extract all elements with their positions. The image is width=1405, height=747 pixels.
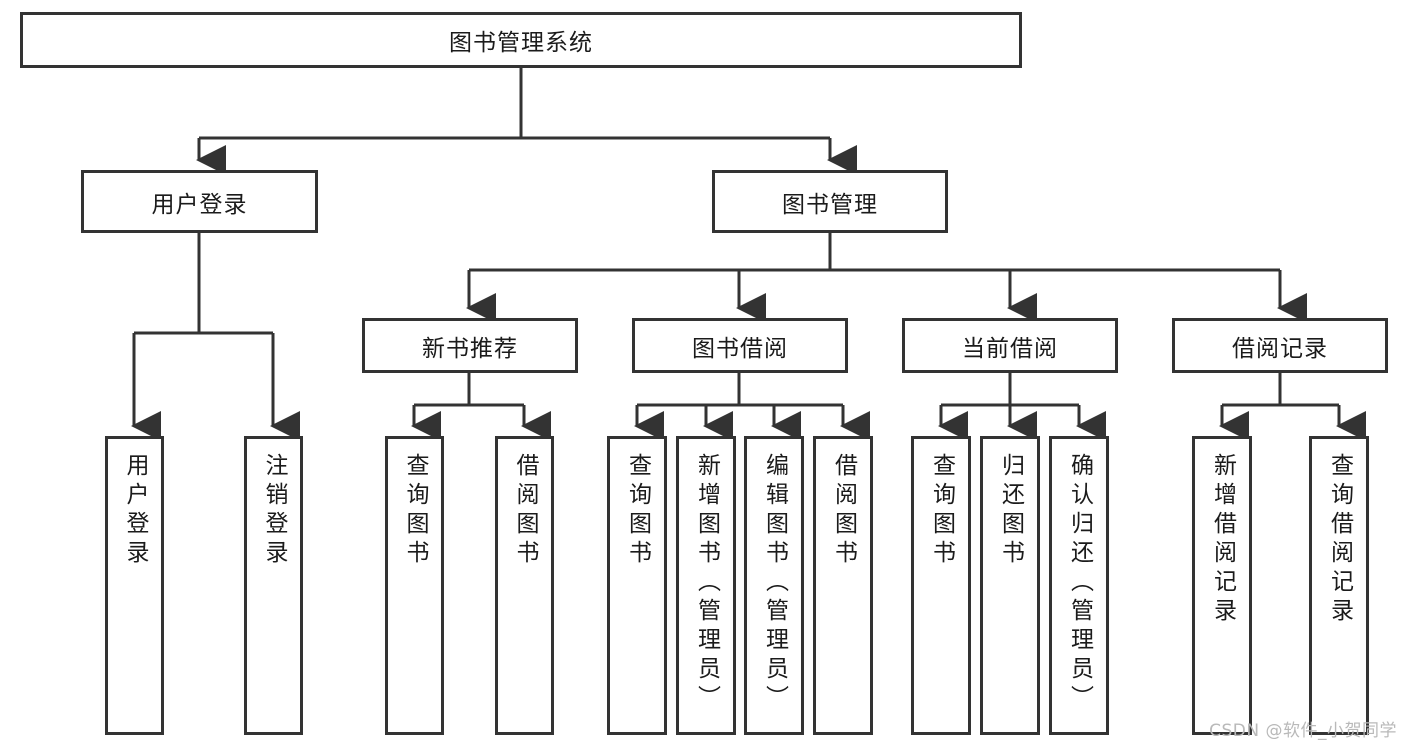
node-current-borrow[interactable]: 当前借阅 bbox=[902, 318, 1118, 373]
leaf-book-borrow-borrow-label: 借阅图书 bbox=[830, 453, 857, 569]
node-book-borrow[interactable]: 图书借阅 bbox=[632, 318, 848, 373]
node-book-manage[interactable]: 图书管理 bbox=[712, 170, 948, 233]
leaf-borrow-record-add[interactable]: 新增借阅记录 bbox=[1192, 436, 1252, 735]
leaf-new-book-query-label: 查询图书 bbox=[402, 453, 428, 569]
leaf-current-borrow-return[interactable]: 归还图书 bbox=[980, 436, 1040, 735]
leaf-user-login-login[interactable]: 用户登录 bbox=[105, 436, 164, 735]
leaf-current-borrow-return-label: 归还图书 bbox=[997, 453, 1024, 569]
leaf-user-login-login-label: 用户登录 bbox=[122, 453, 148, 569]
leaf-book-borrow-edit[interactable]: 编辑图书（管理员） bbox=[744, 436, 804, 735]
node-root-system-label: 图书管理系统 bbox=[449, 30, 593, 56]
node-book-borrow-label: 图书借阅 bbox=[692, 335, 788, 362]
leaf-new-book-query[interactable]: 查询图书 bbox=[385, 436, 444, 735]
node-user-login[interactable]: 用户登录 bbox=[81, 170, 318, 233]
node-book-manage-label: 图书管理 bbox=[782, 191, 878, 218]
leaf-new-book-borrow[interactable]: 借阅图书 bbox=[495, 436, 554, 735]
node-current-borrow-label: 当前借阅 bbox=[962, 335, 1058, 362]
node-borrow-record-label: 借阅记录 bbox=[1232, 335, 1328, 362]
leaf-book-borrow-add-label: 新增图书（管理员） bbox=[693, 453, 720, 714]
leaf-current-borrow-query-label: 查询图书 bbox=[928, 453, 955, 569]
watermark-text: CSDN @软件_小贺同学 bbox=[1209, 721, 1397, 741]
leaf-borrow-record-query-label: 查询借阅记录 bbox=[1326, 453, 1353, 627]
leaf-current-borrow-query[interactable]: 查询图书 bbox=[911, 436, 971, 735]
leaf-book-borrow-add[interactable]: 新增图书（管理员） bbox=[676, 436, 736, 735]
node-borrow-record[interactable]: 借阅记录 bbox=[1172, 318, 1388, 373]
leaf-user-login-logout[interactable]: 注销登录 bbox=[244, 436, 303, 735]
node-user-login-label: 用户登录 bbox=[151, 191, 248, 218]
node-new-book-recommend[interactable]: 新书推荐 bbox=[362, 318, 578, 373]
node-root-system[interactable]: 图书管理系统 bbox=[20, 12, 1022, 68]
leaf-borrow-record-add-label: 新增借阅记录 bbox=[1209, 453, 1236, 627]
leaf-book-borrow-query-label: 查询图书 bbox=[624, 453, 651, 569]
leaf-book-borrow-borrow[interactable]: 借阅图书 bbox=[813, 436, 873, 735]
leaf-current-borrow-confirm-label: 确认归还（管理员） bbox=[1066, 453, 1093, 714]
leaf-current-borrow-confirm[interactable]: 确认归还（管理员） bbox=[1049, 436, 1109, 735]
leaf-borrow-record-query[interactable]: 查询借阅记录 bbox=[1309, 436, 1369, 735]
leaf-book-borrow-edit-label: 编辑图书（管理员） bbox=[761, 453, 788, 714]
node-new-book-recommend-label: 新书推荐 bbox=[422, 335, 518, 362]
leaf-new-book-borrow-label: 借阅图书 bbox=[512, 453, 538, 569]
leaf-user-login-logout-label: 注销登录 bbox=[261, 453, 287, 569]
leaf-book-borrow-query[interactable]: 查询图书 bbox=[607, 436, 667, 735]
